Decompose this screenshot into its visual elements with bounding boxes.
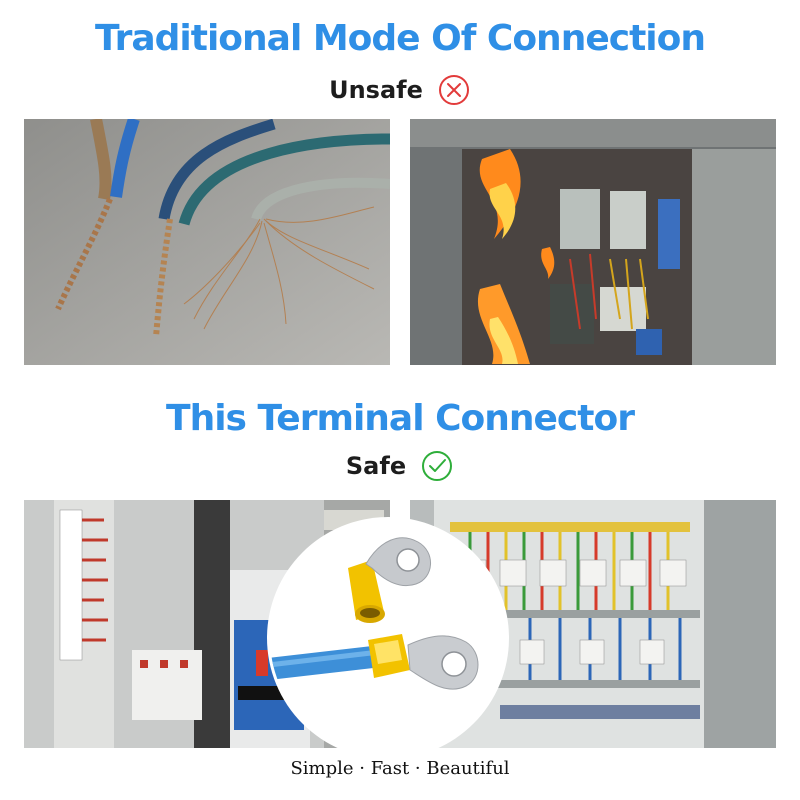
top-section-title: Traditional Mode Of Connection bbox=[95, 18, 706, 59]
safe-label: Safe bbox=[345, 452, 407, 480]
tagline: Simple · Fast · Beautiful bbox=[290, 758, 510, 779]
check-circle-icon bbox=[422, 451, 453, 481]
cross-circle-icon bbox=[438, 75, 469, 105]
unsafe-status-row: Unsafe bbox=[0, 70, 800, 110]
ring-terminal-inset bbox=[270, 520, 506, 756]
safe-status-row: Safe bbox=[0, 446, 800, 486]
bottom-section-title: This Terminal Connector bbox=[166, 398, 635, 439]
unsafe-label: Unsafe bbox=[329, 76, 423, 104]
burning-cabinet-photo bbox=[410, 119, 776, 365]
frayed-wires-photo bbox=[24, 119, 390, 365]
